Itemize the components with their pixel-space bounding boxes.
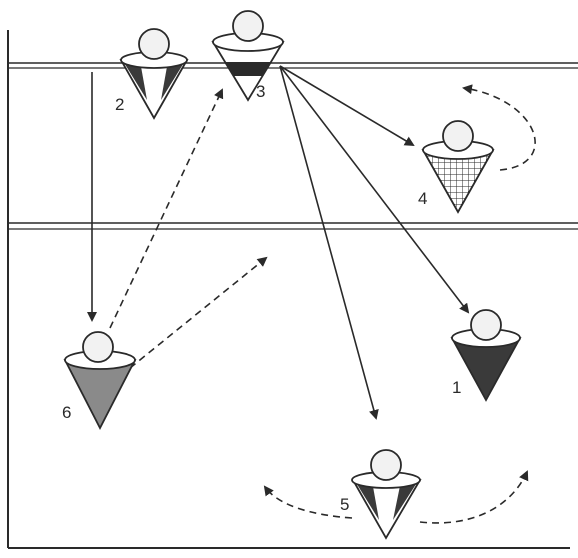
player-5-label: 5 <box>340 495 349 514</box>
player-5-ball <box>371 450 401 480</box>
player-2: 2 <box>115 29 187 118</box>
arrow-6-to-3 <box>110 90 222 328</box>
player-4-label: 4 <box>418 189 427 208</box>
player-6-ball <box>83 332 113 362</box>
player-2-cone <box>121 52 187 118</box>
player-1: 1 <box>452 310 520 400</box>
player-6: 6 <box>62 332 135 428</box>
player-4-ball <box>443 121 473 151</box>
player-6-label: 6 <box>62 403 71 422</box>
player-3-ball <box>233 11 263 41</box>
arrow-3-to-5 <box>280 66 376 418</box>
player-2-label: 2 <box>115 95 124 114</box>
court <box>8 30 578 548</box>
player-5-cone <box>352 472 420 538</box>
arrow-3-to-1 <box>280 66 468 312</box>
player-3: 3 <box>213 11 283 101</box>
arrow-5-curve-right <box>420 472 527 523</box>
player-2-ball <box>139 29 169 59</box>
player-4: 4 <box>418 121 493 212</box>
player-1-label: 1 <box>452 378 461 397</box>
arrow-5-curve-left <box>265 487 352 518</box>
arrow-6-to-attack <box>130 258 266 368</box>
arrow-3-to-4 <box>280 66 413 145</box>
player-3-cone <box>213 33 283 100</box>
player-3-label: 3 <box>256 82 265 101</box>
player-5: 5 <box>340 450 420 538</box>
player-1-ball <box>471 310 501 340</box>
